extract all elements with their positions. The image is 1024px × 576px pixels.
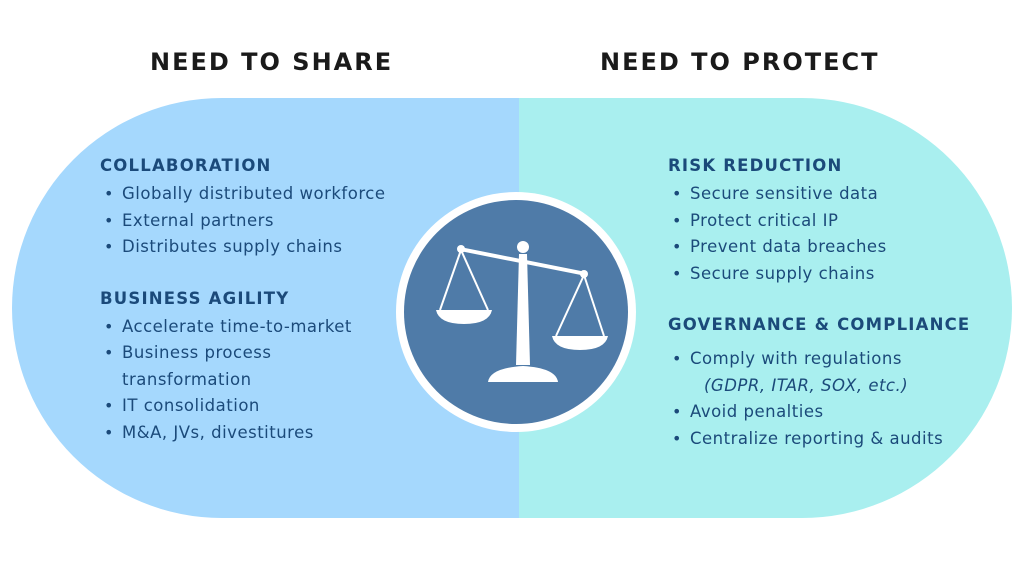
scale-badge [396, 192, 636, 432]
need-to-share-heading: NEED TO SHARE [150, 48, 394, 76]
list-item: Avoid penalties [668, 399, 988, 426]
list-item: Accelerate time-to-market [100, 314, 400, 341]
risk-reduction-list: Secure sensitive data Protect critical I… [668, 181, 988, 287]
business-agility-list: Accelerate time-to-market Business proce… [100, 314, 400, 447]
protect-panel: RISK REDUCTION Secure sensitive data Pro… [668, 156, 988, 452]
need-to-protect-heading: NEED TO PROTECT [600, 48, 880, 76]
list-item: Comply with regulations (GDPR, ITAR, SOX… [668, 346, 988, 399]
protect-section-governance: GOVERNANCE & COMPLIANCE Comply with regu… [668, 315, 988, 452]
collaboration-list: Globally distributed workforce External … [100, 181, 400, 261]
list-item: M&A, JVs, divestitures [100, 420, 400, 447]
section-title-collaboration: COLLABORATION [100, 156, 272, 175]
protect-section-risk-reduction: RISK REDUCTION Secure sensitive data Pro… [668, 156, 988, 287]
list-item: Centralize reporting & audits [668, 426, 988, 453]
section-title-business-agility: BUSINESS AGILITY [100, 288, 290, 308]
list-item: Secure sensitive data [668, 181, 988, 208]
share-panel: COLLABORATION Globally distributed workf… [100, 156, 400, 446]
list-item-text: Comply with regulations [690, 349, 902, 368]
share-section-collaboration: COLLABORATION Globally distributed workf… [100, 156, 400, 261]
list-item: Protect critical IP [668, 208, 988, 235]
section-title-governance-compliance: GOVERNANCE & COMPLIANCE [668, 315, 971, 334]
balance-scale-icon [436, 241, 608, 382]
list-item: IT consolidation [100, 393, 400, 420]
governance-list: Comply with regulations (GDPR, ITAR, SOX… [668, 346, 988, 452]
list-item: Business process transformation [100, 340, 400, 393]
list-item: Prevent data breaches [668, 234, 988, 261]
list-item: Secure supply chains [668, 261, 988, 288]
list-item-note: (GDPR, ITAR, SOX, etc.) [704, 375, 909, 395]
list-item: Globally distributed workforce [100, 181, 400, 208]
share-section-business-agility: BUSINESS AGILITY Accelerate time-to-mark… [100, 289, 400, 447]
section-title-risk-reduction: RISK REDUCTION [668, 156, 843, 175]
list-item: External partners [100, 208, 400, 235]
list-item: Distributes supply chains [100, 234, 400, 261]
